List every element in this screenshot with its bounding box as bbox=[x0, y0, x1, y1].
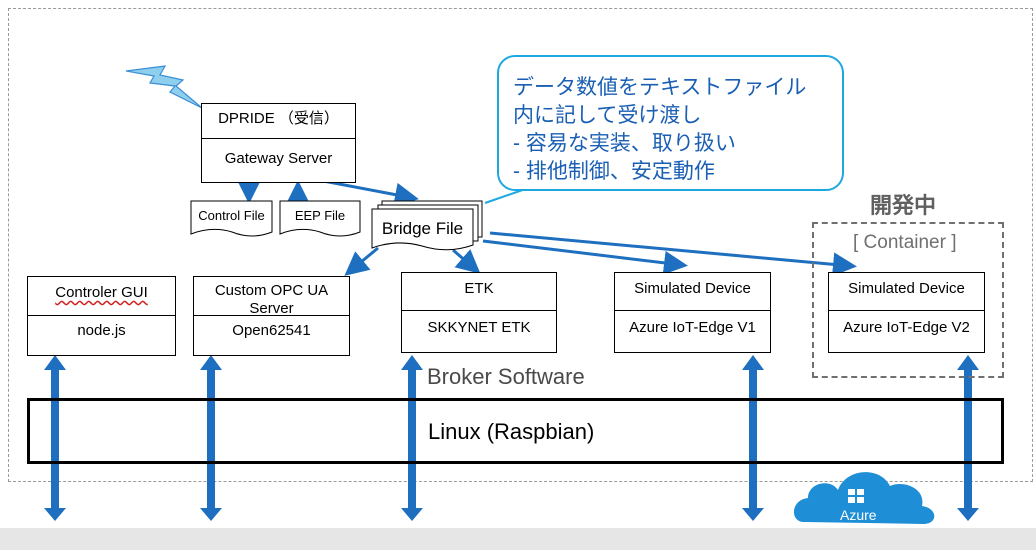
simulated-device-v2-box: Simulated Device Azure IoT-Edge V2 bbox=[828, 272, 985, 353]
component-subtitle: Open62541 bbox=[232, 322, 311, 339]
bottom-band bbox=[0, 528, 1036, 550]
opcua-server-box: Custom OPC UA Server Open62541 bbox=[193, 276, 350, 356]
broker-software-label: Broker Software bbox=[427, 364, 585, 389]
linux-layer: Linux (Raspbian) bbox=[27, 398, 1004, 464]
opcua-io-arrow bbox=[200, 355, 222, 521]
eep-file-shape bbox=[279, 200, 361, 237]
description-callout: データ数値をテキストファイル 内に記して受け渡し - 容易な実装、取り扱い - … bbox=[497, 55, 844, 191]
component-subtitle: Azure IoT-Edge V1 bbox=[629, 319, 756, 336]
component-title: Custom OPC UA Server bbox=[214, 282, 329, 317]
component-title: Simulated Device bbox=[848, 280, 965, 297]
component-title: Controler GUI bbox=[55, 284, 148, 301]
callout-line-2: 内に記して受け渡し bbox=[513, 104, 702, 127]
bridge-file-label: Bridge File bbox=[381, 219, 464, 238]
linux-label: Linux (Raspbian) bbox=[428, 419, 595, 444]
callout-line-4: - 排他制御、安定動作 bbox=[513, 160, 715, 183]
vertical-io-arrows bbox=[44, 355, 979, 521]
device-v1-io-arrow bbox=[742, 355, 764, 521]
control-file-shape bbox=[190, 200, 273, 237]
container-label: [ Container ] bbox=[853, 232, 957, 253]
bridge-file-shape bbox=[371, 208, 474, 251]
bridge-to-device-v2-link bbox=[489, 231, 857, 277]
bridge-to-etk-link bbox=[452, 248, 481, 274]
bridge-to-device-v1-link bbox=[482, 239, 688, 275]
component-subtitle: SKKYNET ETK bbox=[427, 319, 531, 336]
callout-line-1: データ数値をテキストファイル bbox=[513, 76, 807, 99]
gateway-title: DPRIDE （受信） bbox=[218, 110, 339, 127]
gateway-server-box: DPRIDE （受信） Gateway Server bbox=[201, 103, 356, 183]
component-title: ETK bbox=[464, 280, 494, 297]
eep-file-label: EEP File bbox=[294, 208, 346, 223]
simulated-device-v1-box: Simulated Device Azure IoT-Edge V1 bbox=[614, 272, 771, 353]
etk-io-arrow bbox=[401, 355, 423, 521]
gateway-subtitle: Gateway Server bbox=[224, 150, 333, 167]
azure-label: Azure bbox=[840, 507, 877, 523]
bridge-to-opcua-link bbox=[344, 246, 379, 276]
controler-gui-io-arrow bbox=[44, 355, 66, 521]
dev-status-label: 開発中 bbox=[870, 193, 937, 218]
device-v2-io-arrow bbox=[957, 355, 979, 521]
container-region bbox=[812, 222, 1004, 378]
component-subtitle: Azure IoT-Edge V2 bbox=[843, 319, 970, 336]
controler-gui-box: Controler GUI node.js bbox=[27, 276, 176, 356]
component-title: Simulated Device bbox=[634, 280, 751, 297]
azure-cloud-icon bbox=[793, 472, 935, 524]
gateway-to-bridge-link bbox=[317, 178, 419, 207]
etk-box: ETK SKKYNET ETK bbox=[401, 272, 557, 353]
callout-line-3: - 容易な実装、取り扱い bbox=[513, 132, 736, 155]
control-file-label: Control File bbox=[198, 208, 265, 223]
component-subtitle: node.js bbox=[77, 322, 126, 339]
system-boundary bbox=[8, 8, 1033, 482]
